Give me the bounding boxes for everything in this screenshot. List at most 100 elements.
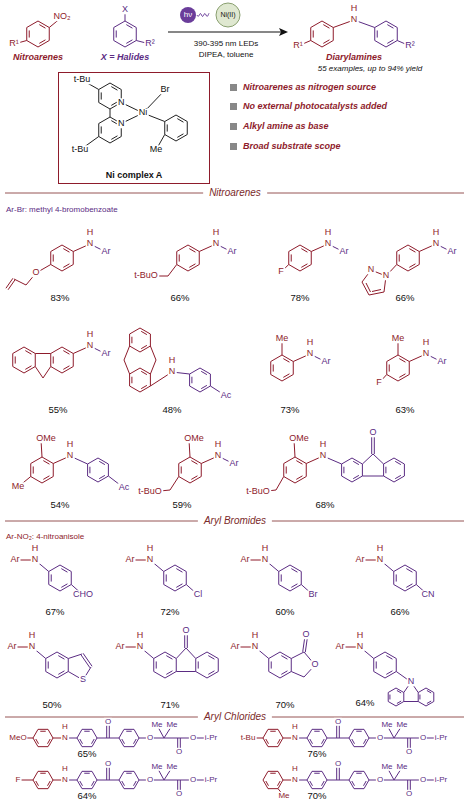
bond-line xyxy=(126,773,131,774)
bond-line xyxy=(339,725,340,738)
structure-label: i-Pr xyxy=(434,776,448,784)
bond-line xyxy=(273,364,274,371)
structure-label: t-Bu xyxy=(71,145,90,154)
bond-line xyxy=(77,729,97,746)
bond-line xyxy=(201,385,207,388)
structure-label: 66% xyxy=(169,293,190,303)
structure-label: N xyxy=(214,451,223,460)
structure-label: DIPEA, toluene xyxy=(198,51,255,59)
structure-label: H xyxy=(61,723,69,731)
bond-line xyxy=(53,254,54,261)
bond-line xyxy=(43,461,49,465)
bond-line xyxy=(179,254,180,261)
structure-label: O xyxy=(301,630,310,639)
bond-line xyxy=(141,331,147,334)
bond-line xyxy=(303,638,305,652)
bond-line xyxy=(36,739,39,744)
structure-label: t-Bu xyxy=(240,734,257,742)
bond-line xyxy=(99,475,105,478)
structure-label: Ar xyxy=(321,357,332,366)
structure-label: H xyxy=(168,356,177,365)
structure-label: O xyxy=(310,660,319,669)
structure-label: H xyxy=(291,723,299,731)
bond-line xyxy=(338,780,349,781)
structure-label: 68% xyxy=(314,500,335,510)
bond-line xyxy=(323,25,329,29)
structure-label: Me xyxy=(11,482,26,491)
structure-label: 54% xyxy=(49,500,70,510)
bond-line xyxy=(339,767,340,780)
structure-label: 70% xyxy=(274,700,295,710)
bond-line xyxy=(40,731,45,732)
bond-line xyxy=(198,661,199,668)
structure-label: Ar xyxy=(227,247,238,256)
structure-label: H xyxy=(432,228,441,237)
bond-line xyxy=(191,476,197,480)
bond-line xyxy=(80,781,83,786)
structure-label: N xyxy=(61,776,69,784)
structure-label: O xyxy=(175,790,183,798)
structure-label: N xyxy=(136,642,145,651)
bond-line xyxy=(208,671,214,675)
bond-line xyxy=(63,351,69,355)
structure-label: Me xyxy=(380,763,393,771)
bond-line xyxy=(126,25,132,29)
bond-line xyxy=(47,739,50,744)
bond-line xyxy=(133,739,136,744)
bond-line xyxy=(395,475,401,478)
bond-line xyxy=(296,461,302,465)
reaction-arrow xyxy=(168,31,282,32)
bond-line xyxy=(84,773,89,774)
bullet-square xyxy=(230,84,237,91)
bond-line xyxy=(133,781,136,786)
bond-line xyxy=(386,656,392,660)
bond-line xyxy=(77,771,97,788)
structure-label: Ar xyxy=(101,349,112,358)
bond-line xyxy=(271,355,294,381)
structure-label: N xyxy=(422,349,431,358)
bond-line xyxy=(269,652,292,678)
bond-line xyxy=(63,249,69,253)
bond-line xyxy=(122,781,125,786)
structure-label: 67% xyxy=(44,607,65,617)
arrow-head xyxy=(279,28,288,36)
structure-label: Me xyxy=(391,334,406,343)
bond-line xyxy=(397,245,420,271)
bond-line xyxy=(406,584,412,588)
bond-line xyxy=(389,364,390,371)
bond-line xyxy=(399,254,400,261)
structure-label: Aryl Chlorides xyxy=(198,712,272,723)
bond-line xyxy=(141,345,147,348)
structure-label: Me xyxy=(149,145,164,154)
bond-line xyxy=(61,584,67,588)
bond-line xyxy=(311,21,334,47)
structure-label: O xyxy=(419,734,427,742)
bond-line xyxy=(33,729,53,746)
bond-line xyxy=(385,467,386,474)
bond-line xyxy=(48,661,49,668)
structure-label: 60% xyxy=(274,607,295,617)
structure-label: N xyxy=(291,734,299,742)
structure-label: 71% xyxy=(159,700,180,710)
bond-line xyxy=(108,780,119,781)
structure-label: N xyxy=(66,451,75,460)
structure-label: 66% xyxy=(389,607,410,617)
structure-label: Me xyxy=(277,792,290,800)
structure-label: O xyxy=(368,428,377,437)
structure-label: N xyxy=(407,677,416,686)
bond-line xyxy=(263,771,283,788)
bond-line xyxy=(122,739,125,744)
bond-line xyxy=(8,280,15,290)
bond-line xyxy=(106,725,107,738)
structure-label: t-Bu xyxy=(73,75,92,84)
structure-label: N xyxy=(117,98,126,107)
structure-label: H xyxy=(86,330,95,339)
bond-line xyxy=(366,283,371,292)
bond-line xyxy=(399,359,405,363)
structure-label: O xyxy=(334,718,342,726)
structure-label: NO₂ xyxy=(53,12,72,21)
bond-line xyxy=(301,249,307,253)
bond-line xyxy=(279,565,302,591)
structure-label: 78% xyxy=(289,293,310,303)
